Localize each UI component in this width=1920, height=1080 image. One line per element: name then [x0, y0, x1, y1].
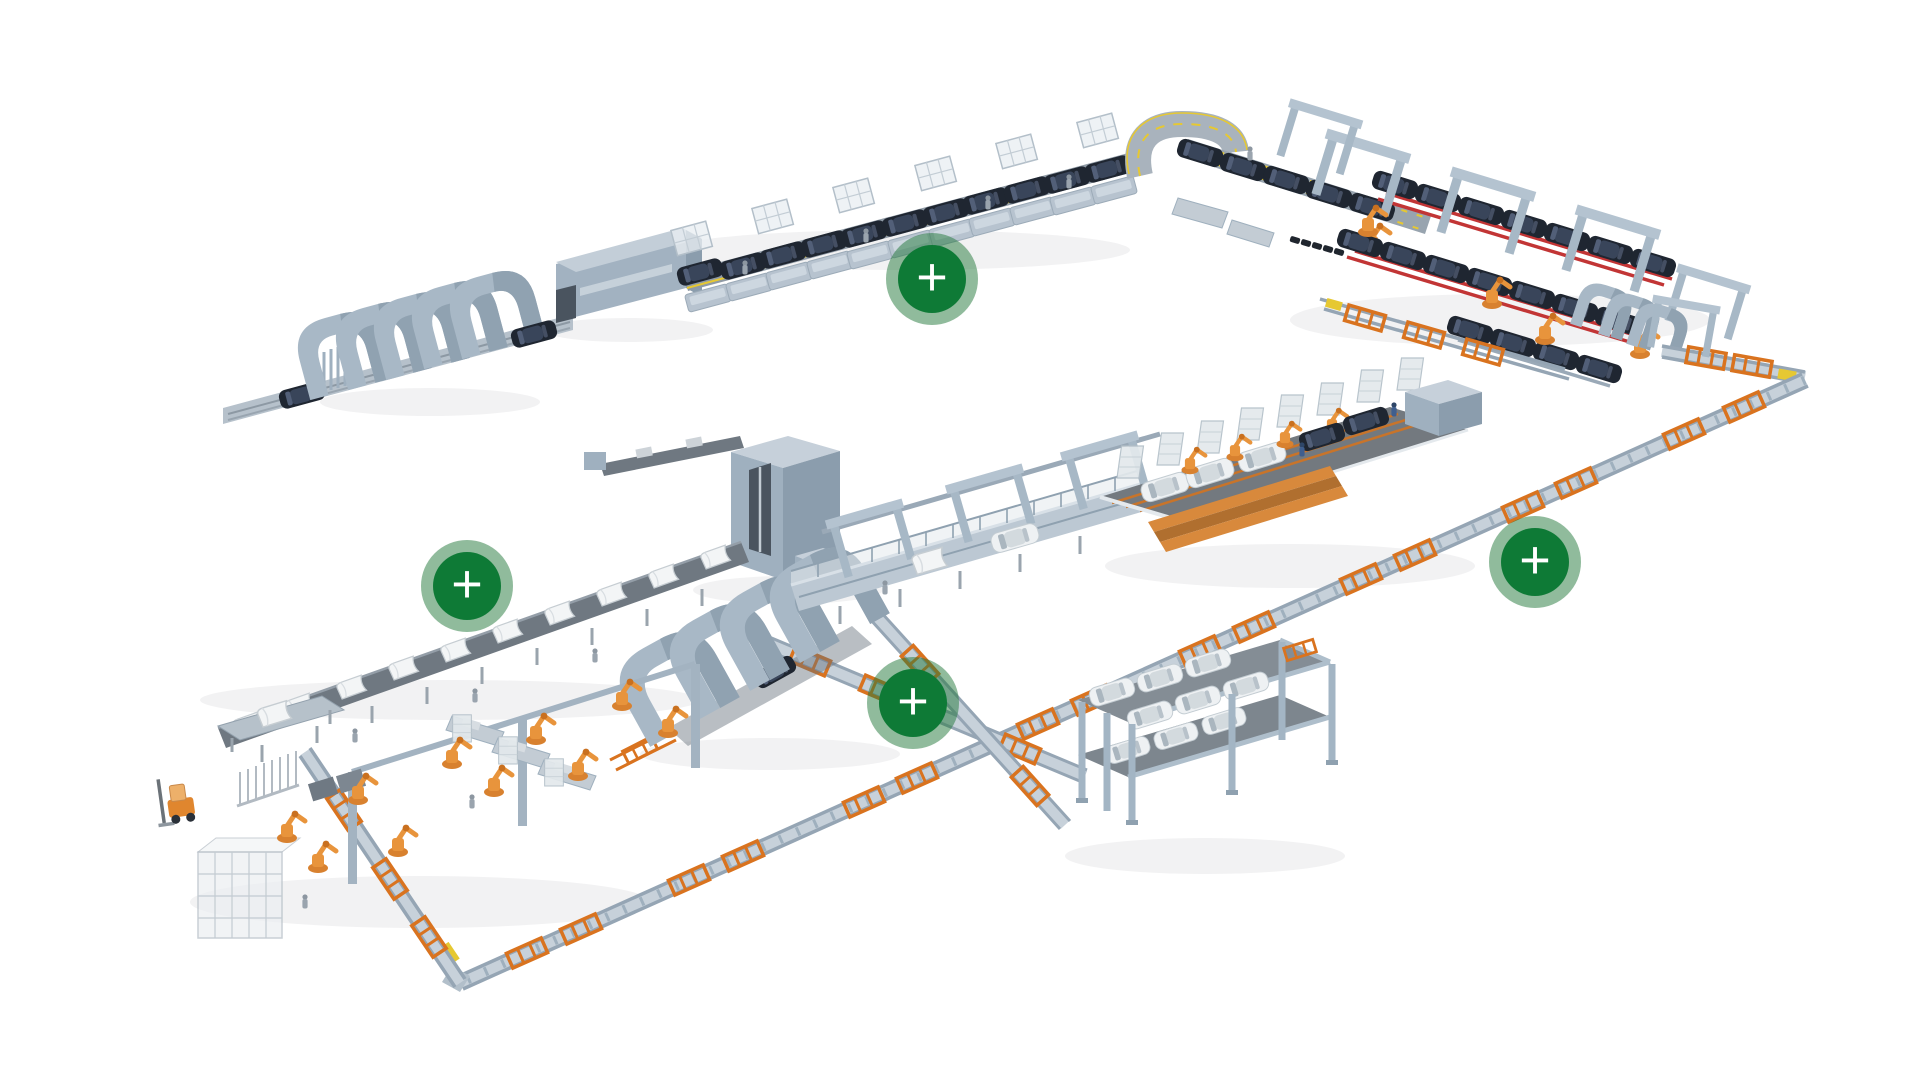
- monorail-beam: [821, 431, 1161, 535]
- weld-shop: [156, 661, 700, 939]
- mesh-panel-icon: [498, 736, 518, 765]
- hotspot-press-conveyor[interactable]: +: [421, 540, 513, 632]
- worker-icon: [1391, 402, 1397, 417]
- person-icon: [592, 648, 598, 663]
- person-icon: [352, 728, 358, 743]
- feed-machine: [584, 452, 606, 470]
- paint-steps: [1148, 466, 1348, 552]
- person-icon: [469, 794, 475, 809]
- rack-posts: [1078, 642, 1336, 822]
- panel-conveyor: [217, 540, 749, 762]
- person-icon: [985, 195, 991, 210]
- hotspot-logistics-conveyor[interactable]: +: [1489, 516, 1581, 608]
- press-feed-belt: [584, 436, 744, 476]
- hotspot-core: [1501, 528, 1569, 596]
- person-icon: [1247, 146, 1253, 161]
- lift-table: [1324, 297, 1343, 312]
- worker-icon: [1299, 442, 1305, 457]
- person-icon: [863, 228, 869, 243]
- tire-row: [1289, 235, 1345, 257]
- person-icon: [302, 894, 308, 909]
- comb-rack: [236, 751, 300, 808]
- parts-bench: [1171, 197, 1229, 229]
- paint-shop-cabin: [1405, 380, 1482, 436]
- car-icon: [1261, 164, 1311, 196]
- hotspot-core: [879, 669, 947, 737]
- paint-shop: [1099, 357, 1482, 552]
- weld-gantry: [348, 661, 700, 884]
- trim-line: [790, 430, 1161, 624]
- conveyor-legs: [260, 589, 704, 762]
- parts-bench: [1226, 219, 1275, 248]
- body-storage-lines: [1273, 98, 1752, 388]
- hotspot-core: [433, 552, 501, 620]
- wire-rack: [196, 837, 302, 939]
- person-icon: [472, 688, 478, 703]
- hotspot-body-shop[interactable]: +: [867, 657, 959, 749]
- test-road-loop: [1125, 110, 1249, 179]
- control-box: [307, 776, 339, 802]
- parts-table: [216, 695, 346, 752]
- rack-feet: [1076, 760, 1338, 825]
- person-icon: [1066, 174, 1072, 189]
- arch-station-entry: [290, 263, 559, 401]
- person-icon: [882, 580, 888, 595]
- forklift: [156, 779, 196, 828]
- car-icon: [1304, 178, 1354, 210]
- person-icon: [742, 260, 748, 275]
- hotspot-final-assembly[interactable]: +: [886, 233, 978, 325]
- mesh-panel-icon: [544, 758, 564, 787]
- trim-line-legs: [838, 536, 1082, 624]
- hotspot-core: [898, 245, 966, 313]
- finished-car-rack: [1076, 637, 1338, 825]
- car-icon: [1218, 151, 1268, 183]
- gantry-frame: [1273, 98, 1364, 177]
- final-assembly-line: [670, 112, 1139, 313]
